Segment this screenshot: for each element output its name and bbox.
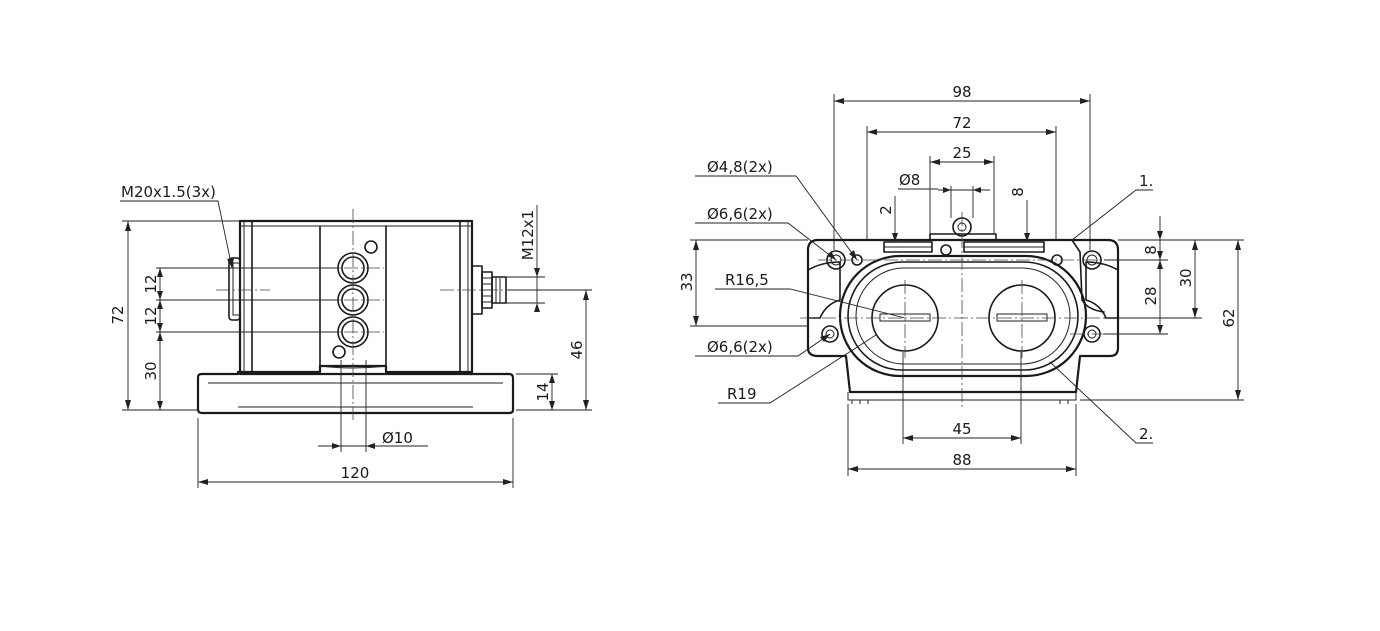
mount-hole-bottom-left (821, 325, 839, 343)
callout-hole-66-top-arrow (827, 251, 836, 260)
dim-98-label: 98 (952, 83, 971, 101)
dim-120-lines (197, 418, 514, 488)
dim-12-upper-label: 12 (142, 274, 160, 293)
callout-label-1: 1. (1139, 172, 1153, 190)
housing-seams (251, 220, 461, 373)
dim-88-label: 88 (952, 451, 971, 469)
dim-stack-lines (156, 267, 338, 410)
dim-33-lines (690, 239, 808, 327)
dim-right-ext (1080, 239, 1244, 401)
thread-callout-label: M20x1.5(3x) (121, 183, 216, 201)
callout-hole-66-top-label: Ø6,6(2x) (707, 205, 773, 223)
dim-120-label: 120 (341, 464, 370, 482)
side-view: 72 12 12 30 M20x1.5(3x) M12x1 46 14 Ø10 … (109, 183, 592, 488)
dim-45-label: 45 (952, 420, 971, 438)
callout-hole-66-bottom-label: Ø6,6(2x) (707, 338, 773, 356)
base-flange (196, 364, 515, 415)
dim-12-lower-label: 12 (142, 306, 160, 325)
dim-33-label: 33 (678, 272, 696, 291)
callout-label-2: 2. (1139, 425, 1153, 443)
actuator-screw (940, 244, 952, 256)
dim-25-label: 25 (952, 144, 971, 162)
oval-inner (855, 267, 1071, 365)
dim-dia10-arrows (332, 443, 375, 449)
left-ear (807, 261, 841, 319)
dim-45-lines (902, 352, 1022, 444)
dim-28-label: 28 (1142, 286, 1160, 305)
housing-edges (240, 221, 472, 372)
dim-98-lines (833, 94, 1091, 250)
dim-2-label: 2 (877, 205, 895, 215)
dim-8-28-arrows (1157, 231, 1163, 334)
bottom-ticks (851, 400, 1069, 404)
thread-callout-leader (120, 200, 233, 269)
clamp-contour (1071, 239, 1105, 313)
dim-m12-ext (506, 276, 545, 304)
dim-14-arrows (549, 374, 555, 410)
connector-thread-label: M12x1 (519, 210, 537, 260)
dim-8-top-arrow (1024, 233, 1030, 242)
small-hole-top (364, 240, 378, 254)
dim-62-label: 62 (1220, 308, 1238, 327)
dim-46-label: 46 (568, 340, 586, 359)
left-cable-gland-inner (232, 262, 241, 316)
callout-label-2-leader (1049, 361, 1153, 444)
top-view: 98 72 25 Ø8 2 8 Ø4,8(2x) Ø6,6(2x) R16,5 (678, 83, 1244, 476)
dim-72-top-lines (866, 126, 1057, 240)
dim-72-label: 72 (109, 305, 127, 324)
callout-r165-leader (715, 288, 906, 319)
callout-hole-48-leader (695, 175, 858, 261)
right-ear (1085, 261, 1119, 319)
dim-dia10-label: Ø10 (382, 429, 413, 447)
callout-label-1-leader (1071, 189, 1153, 241)
dim-33-arrows (693, 240, 699, 326)
callout-hole-48-arrow (849, 250, 857, 260)
dim-88-lines (847, 404, 1077, 476)
dim-30-label: 30 (142, 361, 160, 380)
dim-72-top-label: 72 (952, 114, 971, 132)
dim-stack-arrows (157, 268, 163, 410)
dim-25-lines (929, 156, 995, 234)
oval-outer (838, 254, 1088, 378)
dim-72-lines (122, 220, 240, 411)
callout-hole-66-bottom-arrow (820, 334, 830, 342)
dim-30-label: 30 (1177, 268, 1195, 287)
dim-14-label: 14 (534, 382, 552, 401)
thread-callout-arrow (227, 258, 234, 268)
callout-r165-label: R16,5 (725, 271, 769, 289)
left-cable-gland (228, 257, 241, 321)
callout-r19-label: R19 (727, 385, 757, 403)
dim-dia8-label: Ø8 (899, 171, 920, 189)
callout-hole-48-label: Ø4,8(2x) (707, 158, 773, 176)
mount-hole-bottom-left-inner (825, 329, 835, 339)
dim-46-lines (508, 289, 592, 411)
dim-dia8-arrows (943, 187, 981, 193)
callout-hole-66-top-leader (695, 222, 837, 261)
dim-8-right-label: 8 (1142, 245, 1160, 255)
oval-middle (847, 261, 1079, 371)
actuator-base (929, 233, 997, 241)
dim-8-top-label: 8 (1009, 187, 1027, 197)
small-hole-bottom (332, 345, 346, 359)
callout-r19-leader (718, 334, 877, 404)
callout-hole-66-bottom-leader (695, 333, 831, 357)
dim-2-arrow (892, 233, 898, 242)
housing-body (238, 219, 474, 376)
